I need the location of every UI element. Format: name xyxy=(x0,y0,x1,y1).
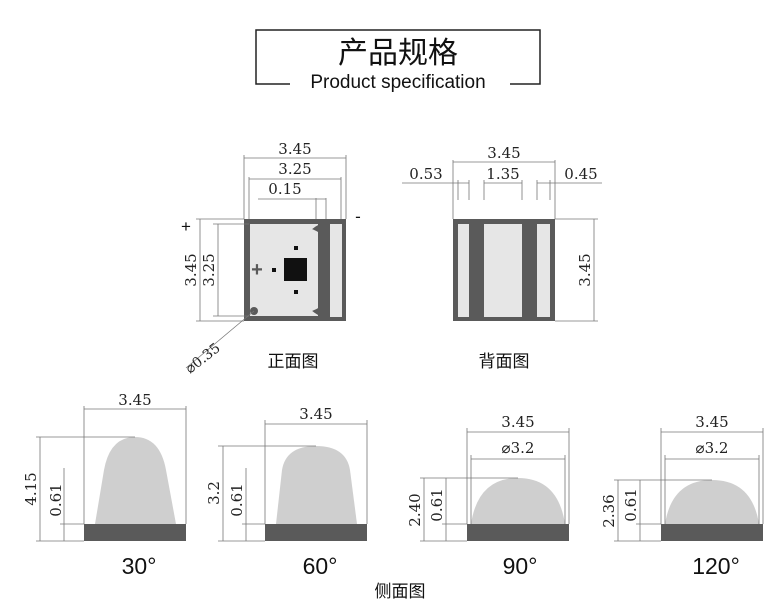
front-bond-dot-top xyxy=(294,246,298,250)
back-view: 3.45 0.53 1.35 0.45 3.45 背面图 xyxy=(402,144,602,372)
back-right-pad xyxy=(537,224,550,317)
side-30-dim-base: 0.61 xyxy=(47,483,65,516)
front-pad-plus-mark: + xyxy=(251,259,263,281)
side-view-30: 3.45 4.15 0.61 30° xyxy=(22,391,187,579)
back-dim-gap: 1.35 xyxy=(486,165,519,183)
side-90-base xyxy=(467,524,569,541)
back-left-pad xyxy=(458,224,469,317)
back-dim-right-pad: 0.45 xyxy=(564,165,597,183)
front-pad-gap xyxy=(318,222,330,318)
front-view: + + - 3.45 3.25 0.15 3.45 3.25 ⌀0.35 正面图 xyxy=(181,140,361,377)
side-90-lens xyxy=(471,478,565,524)
back-dim-height: 3.45 xyxy=(576,253,594,286)
back-view-caption: 背面图 xyxy=(479,352,530,372)
front-dim-hole: ⌀0.35 xyxy=(183,340,224,377)
side-30-base xyxy=(84,524,186,541)
side-90-dim-height: 2.40 xyxy=(406,493,424,526)
front-bond-dot-left xyxy=(272,268,276,272)
side-30-dim-width: 3.45 xyxy=(118,391,151,409)
side-120-dim-base: 0.61 xyxy=(622,488,640,521)
side-60-dim-height: 3.2 xyxy=(205,481,223,505)
back-dim-width: 3.45 xyxy=(487,144,520,162)
front-plus-sign: + xyxy=(181,217,191,236)
side-90-dim-lens: ⌀3.2 xyxy=(502,439,535,457)
front-dim-width-inner: 3.25 xyxy=(278,160,311,178)
side-120-lens xyxy=(665,480,759,524)
front-bond-dot-bottom xyxy=(294,290,298,294)
front-view-caption: 正面图 xyxy=(268,352,319,372)
side-view-120: 3.45 ⌀3.2 2.36 0.61 120° xyxy=(600,413,764,579)
side-90-angle-label: 90° xyxy=(503,553,538,579)
title-box: 产品规格 Product specification xyxy=(255,29,541,93)
side-90-dim-width: 3.45 xyxy=(501,413,534,431)
side-60-dim-width: 3.45 xyxy=(299,405,332,423)
side-30-angle-label: 30° xyxy=(122,553,157,579)
side-120-dim-width: 3.45 xyxy=(695,413,728,431)
side-60-angle-label: 60° xyxy=(303,553,338,579)
back-dim-left-pad: 0.53 xyxy=(409,165,442,183)
side-120-base xyxy=(661,524,763,541)
side-120-dim-lens: ⌀3.2 xyxy=(696,439,729,457)
title-english: Product specification xyxy=(310,72,485,93)
front-minus-sign: - xyxy=(355,207,361,226)
side-view-90: 3.45 ⌀3.2 2.40 0.61 90° xyxy=(406,413,570,579)
front-dim-width-outer: 3.45 xyxy=(278,140,311,158)
side-120-dim-height: 2.36 xyxy=(600,494,618,527)
front-dim-height-outer: 3.45 xyxy=(182,253,200,286)
front-led-chip xyxy=(284,258,307,281)
title-chinese: 产品规格 xyxy=(338,36,458,71)
side-60-lens xyxy=(276,446,357,524)
front-dim-offset: 0.15 xyxy=(268,180,301,198)
back-center-pad xyxy=(484,224,522,317)
front-dim-height-inner: 3.25 xyxy=(200,253,218,286)
side-60-dim-base: 0.61 xyxy=(228,483,246,516)
side-30-lens xyxy=(95,437,176,524)
side-view-60: 3.45 3.2 0.61 60° xyxy=(205,405,368,579)
side-90-dim-base: 0.61 xyxy=(428,488,446,521)
side-120-angle-label: 120° xyxy=(692,553,740,579)
side-60-base xyxy=(265,524,367,541)
side-view-caption: 侧面图 xyxy=(375,582,426,602)
side-30-dim-height: 4.15 xyxy=(22,472,40,505)
